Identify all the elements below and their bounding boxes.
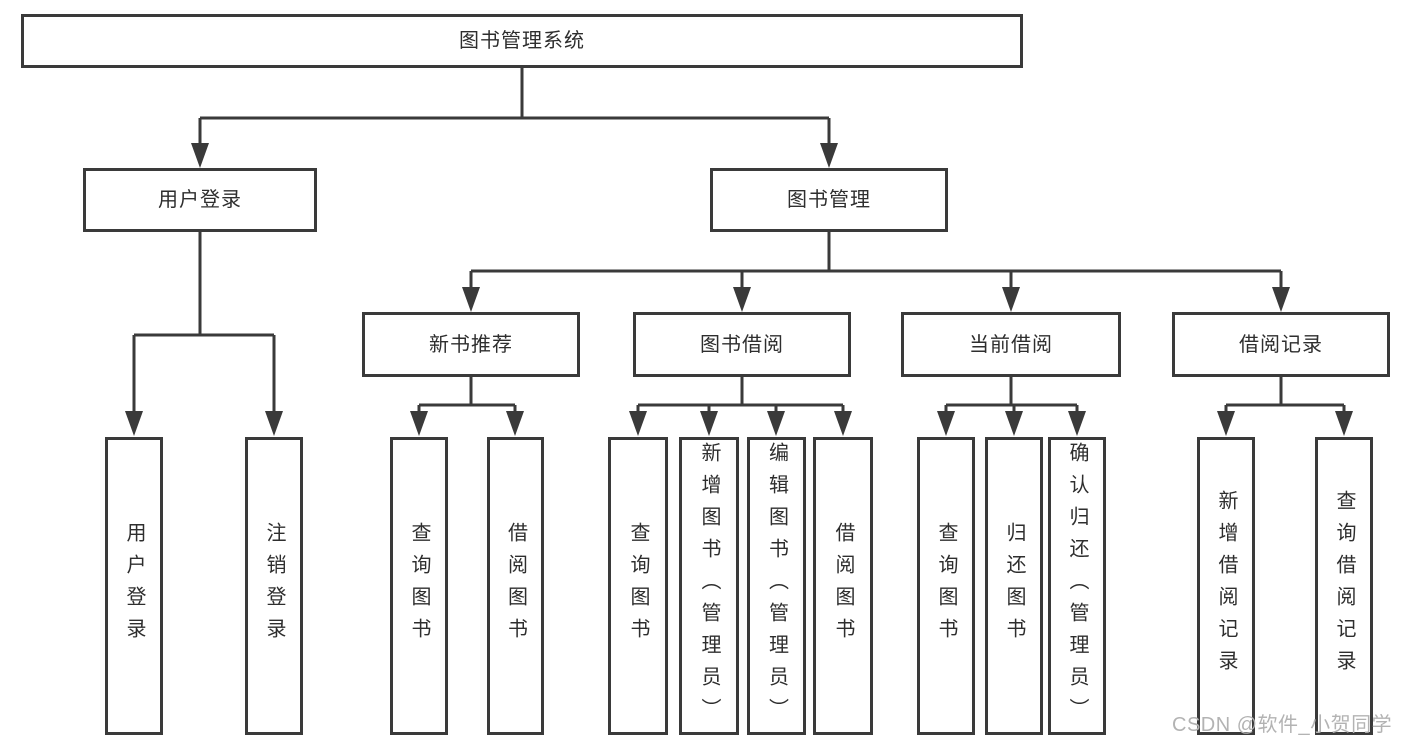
leaf-query-borrow-record: 查询借阅记录 bbox=[1315, 437, 1373, 735]
leaf-borrow-books-recommend: 借阅图书 bbox=[487, 437, 544, 735]
leaf-query-borrow-record-label: 查询借阅记录 bbox=[1333, 490, 1355, 682]
connector-borrow-records-to-leaves bbox=[1217, 377, 1353, 436]
connector-book-borrow-to-leaves bbox=[629, 377, 852, 436]
leaf-return-books: 归还图书 bbox=[985, 437, 1043, 735]
leaf-query-books-current: 查询图书 bbox=[917, 437, 975, 735]
leaf-edit-books-admin-label: 编辑图书（管理员） bbox=[765, 442, 788, 730]
node-current-borrow: 当前借阅 bbox=[901, 312, 1121, 377]
node-new-book-recommend-label: 新书推荐 bbox=[429, 333, 513, 356]
connector-new-book-to-leaves bbox=[410, 377, 524, 436]
leaf-query-books-recommend-label: 查询图书 bbox=[408, 522, 430, 650]
connector-user-login-to-leaves bbox=[125, 232, 283, 436]
leaf-return-books-label: 归还图书 bbox=[1003, 522, 1025, 650]
node-new-book-recommend: 新书推荐 bbox=[362, 312, 580, 377]
leaf-query-books-borrow-label: 查询图书 bbox=[627, 522, 649, 650]
node-current-borrow-label: 当前借阅 bbox=[969, 333, 1053, 356]
node-user-login-label: 用户登录 bbox=[158, 189, 242, 211]
connector-current-borrow-to-leaves bbox=[937, 377, 1086, 436]
node-book-management-label: 图书管理 bbox=[787, 189, 871, 211]
leaf-add-borrow-record: 新增借阅记录 bbox=[1197, 437, 1255, 735]
leaf-add-books-admin: 新增图书（管理员） bbox=[679, 437, 739, 735]
leaf-logout: 注销登录 bbox=[245, 437, 303, 735]
leaf-borrow-books: 借阅图书 bbox=[813, 437, 873, 735]
connector-root-to-level2 bbox=[191, 68, 838, 168]
leaf-edit-books-admin: 编辑图书（管理员） bbox=[747, 437, 806, 735]
node-user-login: 用户登录 bbox=[83, 168, 317, 232]
connector-book-management-to-level3 bbox=[462, 232, 1290, 312]
node-book-borrow-label: 图书借阅 bbox=[700, 333, 784, 356]
leaf-user-login-label: 用户登录 bbox=[123, 522, 145, 650]
node-borrow-records: 借阅记录 bbox=[1172, 312, 1390, 377]
node-library-system-label: 图书管理系统 bbox=[459, 30, 585, 52]
leaf-borrow-books-recommend-label: 借阅图书 bbox=[504, 522, 527, 650]
node-library-system: 图书管理系统 bbox=[21, 14, 1023, 68]
leaf-query-books-current-label: 查询图书 bbox=[935, 522, 957, 650]
leaf-borrow-books-label: 借阅图书 bbox=[832, 522, 854, 650]
node-book-borrow: 图书借阅 bbox=[633, 312, 851, 377]
leaf-confirm-return-admin-label: 确认归还（管理员） bbox=[1066, 442, 1088, 730]
leaf-query-books-borrow: 查询图书 bbox=[608, 437, 668, 735]
node-book-management: 图书管理 bbox=[710, 168, 948, 232]
leaf-add-books-admin-label: 新增图书（管理员） bbox=[698, 442, 720, 730]
leaf-add-borrow-record-label: 新增借阅记录 bbox=[1215, 490, 1237, 682]
leaf-confirm-return-admin: 确认归还（管理员） bbox=[1048, 437, 1106, 735]
leaf-logout-label: 注销登录 bbox=[263, 522, 285, 650]
node-borrow-records-label: 借阅记录 bbox=[1239, 333, 1323, 356]
leaf-query-books-recommend: 查询图书 bbox=[390, 437, 448, 735]
csdn-watermark: CSDN @软件_小贺同学 bbox=[1172, 714, 1393, 736]
leaf-user-login: 用户登录 bbox=[105, 437, 163, 735]
